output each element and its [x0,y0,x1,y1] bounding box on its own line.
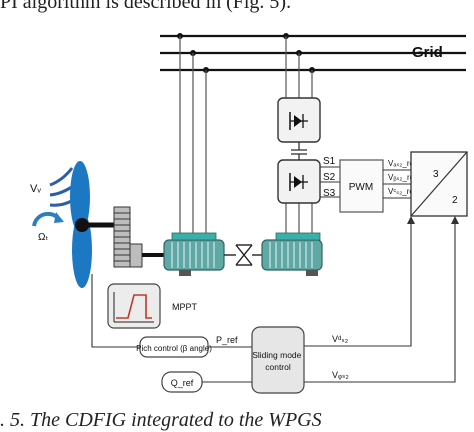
vqs2-label: Vᵩₛ₂ [332,370,349,380]
vbs2-ref-label: Vᵦₛ₂_ref [388,173,417,182]
vas2-ref-label: Vₐₛ₂_ref [388,159,417,168]
mppt-curve-icon [113,292,154,323]
transform-in-label: 3 [433,169,439,180]
transform-input-lines [304,222,456,383]
vcs2-ref-label: Vᶜₛ₂_ref [388,187,417,196]
smc-label-line1: Sliding mode [252,350,301,360]
caption-bottom: . 5. The CDFIG integrated to the WPGS [0,409,322,431]
grid-label: Grid [412,44,443,61]
pitch-feedback-line [91,274,140,348]
smc-label: Sliding mode control [252,350,304,372]
pwm-block [339,159,384,213]
generator-1 [163,232,225,276]
sliding-mode-control-block [251,326,305,394]
smc-label-line2: control [265,362,291,372]
switch-label-s2: S2 [323,172,336,183]
gearbox [113,206,143,268]
turbine-hub [75,218,89,232]
grid-side-converter [277,97,321,143]
machine-coupling [224,244,262,266]
transform-out-label: 2 [452,195,458,206]
mppt-block [107,283,161,329]
pitch-control-label: Pich control (β angle) [136,344,212,353]
switch-label-s3: S3 [323,188,336,199]
generator-2 [261,232,323,276]
q-ref-label: Q_ref [171,378,194,388]
mppt-label: MPPT [172,302,198,312]
vds2-label: Vᵈₛ₂ [332,334,349,344]
caption-top: PI algorithm is described in (Fig. 5). [0,0,292,13]
converter-grid-lines [285,36,313,234]
switch-label-s1: S1 [323,156,336,167]
turbine-blades [70,161,92,288]
ref-voltage-lines [383,169,411,199]
rotor-speed-arrow-icon [32,211,64,227]
switch-signal-lines [320,166,340,198]
dc-link-capacitor [291,142,307,160]
wind-speed-label: Vᵥ [30,183,41,195]
transform-3-2-block [410,151,468,217]
machine-side-converter [277,159,321,204]
p-ref-label: P_ref [216,335,238,345]
stator-lines [179,36,207,234]
pwm-label: PWM [349,182,373,193]
rotor-speed-label: Ωₜ [38,232,48,243]
